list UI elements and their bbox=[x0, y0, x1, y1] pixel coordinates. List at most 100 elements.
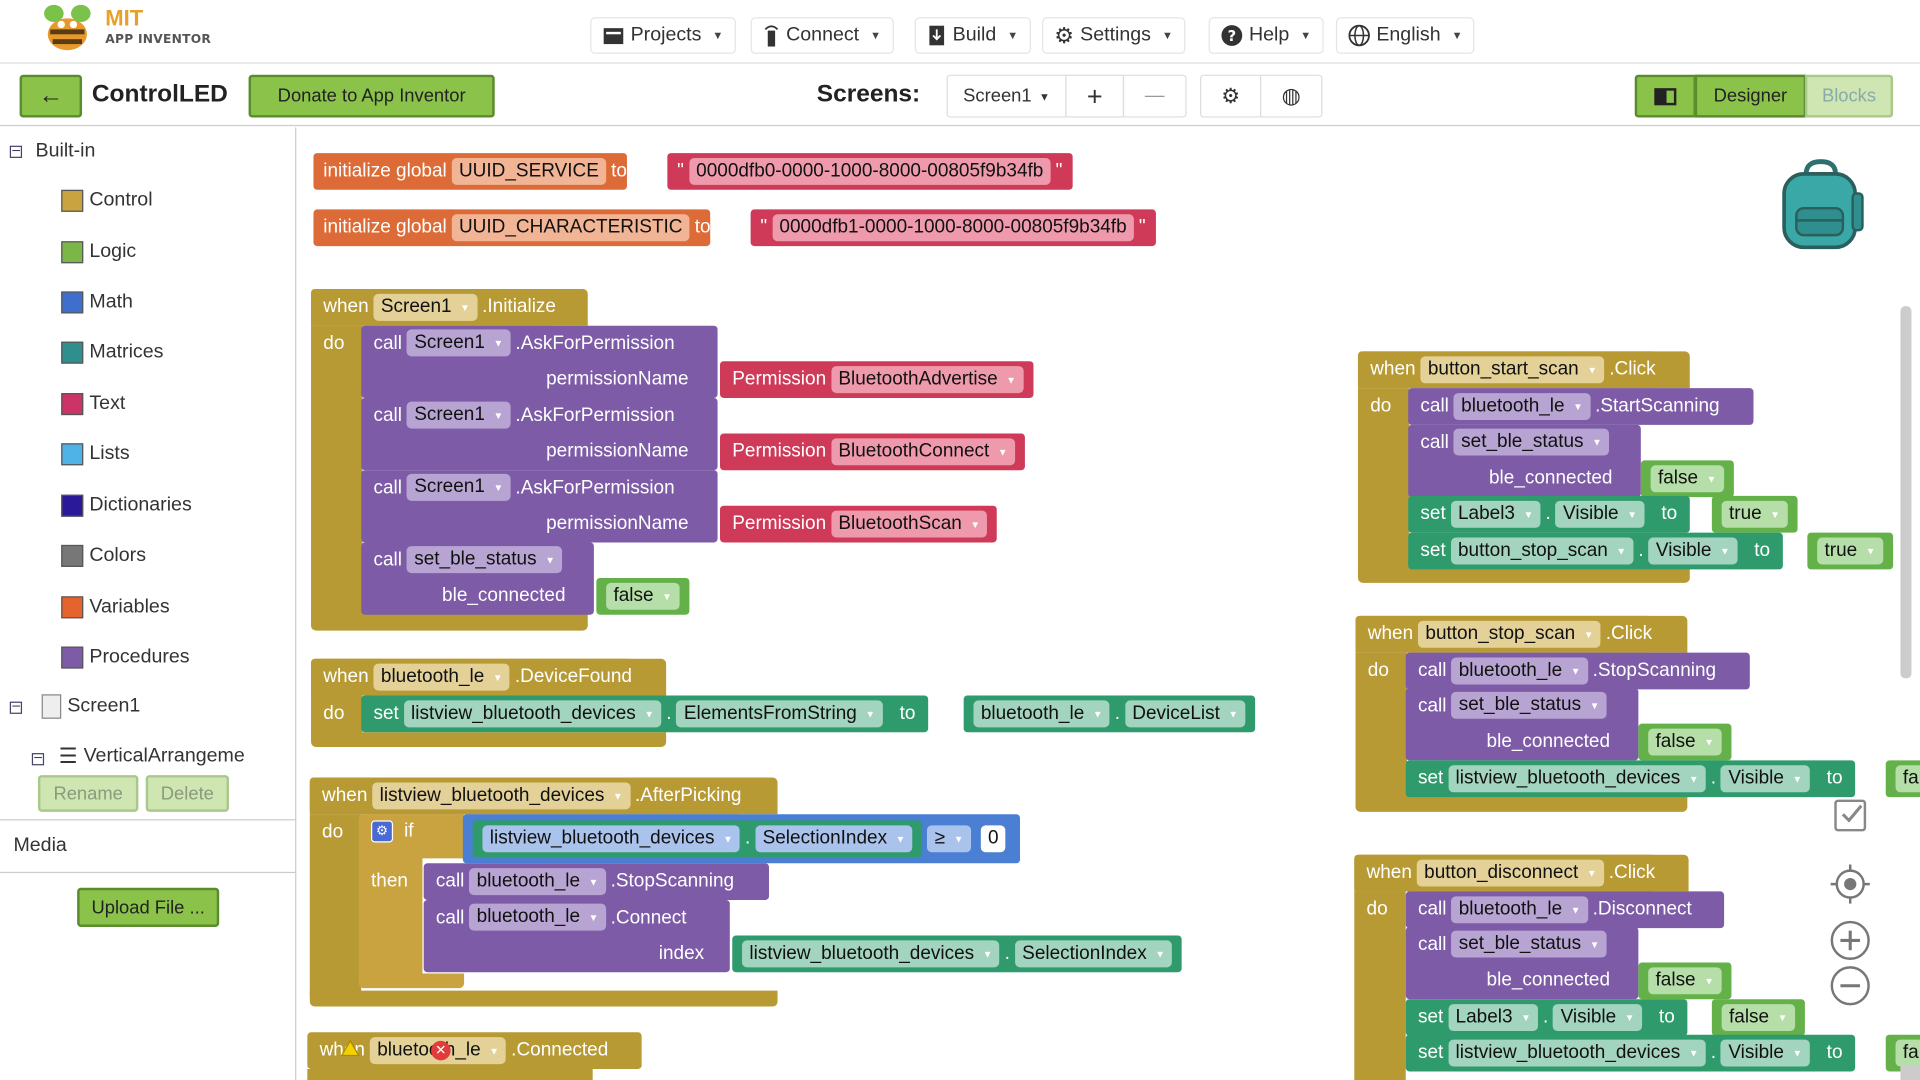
app-inventor-logo[interactable]: MIT APP INVENTOR bbox=[37, 2, 221, 58]
component-dropdown[interactable]: listview_bluetooth_devices▼ bbox=[482, 825, 741, 853]
listview-afterpicking-event[interactable]: when listview_bluetooth_devices▼ .AfterP… bbox=[309, 777, 742, 815]
component-dropdown[interactable]: listview_bluetooth_devices▼ bbox=[1448, 1039, 1706, 1067]
boolean-dropdown[interactable]: true▼ bbox=[1817, 537, 1883, 565]
palette-item-dictionaries[interactable]: Dictionaries bbox=[61, 494, 192, 517]
boolean-dropdown[interactable]: fa bbox=[1895, 765, 1920, 793]
procedure-dropdown[interactable]: set_ble_status▼ bbox=[1451, 930, 1607, 958]
donate-button[interactable]: Donate to App Inventor bbox=[248, 74, 495, 118]
call-connect-block[interactable]: call bluetooth_le▼ .Connect bbox=[423, 900, 730, 973]
tree-item-screen1[interactable]: Screen1 bbox=[41, 694, 141, 719]
gear-icon[interactable]: ⚙ bbox=[371, 820, 394, 843]
permission-dropdown[interactable]: BluetoothAdvertise▼ bbox=[831, 366, 1024, 394]
menu-connect[interactable]: Connect▼ bbox=[750, 17, 894, 54]
component-dropdown[interactable]: button_start_scan▼ bbox=[1420, 356, 1605, 384]
collapse-screen1-icon[interactable]: − bbox=[9, 700, 23, 714]
component-dropdown[interactable]: Screen1▼ bbox=[406, 329, 511, 357]
palette-item-logic[interactable]: Logic bbox=[61, 241, 136, 264]
back-button[interactable]: ← bbox=[19, 74, 83, 118]
component-dropdown[interactable]: button_disconnect▼ bbox=[1416, 859, 1604, 887]
menu-build[interactable]: Build▼ bbox=[914, 17, 1031, 54]
string-field[interactable]: 0000dfb0-0000-1000-8000-00805f9b34fb bbox=[688, 157, 1051, 185]
component-dropdown[interactable]: Label3▼ bbox=[1448, 1004, 1539, 1032]
logic-block-partial[interactable]: fa bbox=[1885, 760, 1920, 798]
compare-block[interactable]: listview_bluetooth_devices▼ . SelectionI… bbox=[462, 814, 1021, 864]
menu-language[interactable]: English▼ bbox=[1335, 17, 1475, 54]
screen1-initialize-event[interactable]: when Screen1▼ .Initialize bbox=[311, 288, 556, 326]
component-dropdown[interactable]: bluetooth_le▼ bbox=[469, 868, 606, 896]
component-dropdown[interactable]: Screen1▼ bbox=[373, 293, 478, 321]
property-dropdown[interactable]: Visible▼ bbox=[1555, 500, 1645, 528]
palette-item-control[interactable]: Control bbox=[61, 189, 153, 212]
logic-false-block[interactable]: false▼ bbox=[596, 577, 689, 615]
boolean-dropdown[interactable]: fal bbox=[1895, 1039, 1920, 1067]
property-dropdown[interactable]: Visible▼ bbox=[1720, 1039, 1810, 1067]
horizontal-scrollbar[interactable] bbox=[1900, 1065, 1920, 1080]
menu-settings[interactable]: ⚙ Settings▼ bbox=[1042, 17, 1186, 54]
component-dropdown[interactable]: listview_bluetooth_devices▼ bbox=[372, 782, 631, 810]
delete-button[interactable]: Delete bbox=[145, 775, 229, 812]
boolean-dropdown[interactable]: false▼ bbox=[1648, 728, 1722, 756]
component-dropdown[interactable]: button_stop_scan▼ bbox=[1418, 620, 1601, 648]
recenter-icon[interactable] bbox=[1829, 863, 1871, 905]
component-dropdown[interactable]: bluetooth_le▼ bbox=[469, 903, 606, 931]
get-listview-selectionindex-block[interactable]: listview_bluetooth_devices▼ . SelectionI… bbox=[732, 935, 1183, 973]
tree-item-verticalarrangement[interactable]: ☰VerticalArrangeme bbox=[59, 742, 294, 766]
var-name-field[interactable]: UUID_CHARACTERISTIC bbox=[451, 214, 690, 242]
layout-toggle-button[interactable] bbox=[1634, 74, 1696, 118]
button-disconnect-click-event[interactable]: when button_disconnect▼ .Click bbox=[1354, 854, 1656, 892]
error-icon[interactable]: ✕ bbox=[431, 1040, 451, 1061]
component-dropdown[interactable]: listview_bluetooth_devices▼ bbox=[1448, 765, 1706, 793]
boolean-dropdown[interactable]: false▼ bbox=[1650, 465, 1724, 493]
button-stop-scan-click-event[interactable]: when button_stop_scan▼ .Click bbox=[1355, 615, 1653, 653]
logic-false-block[interactable]: false▼ bbox=[1638, 962, 1732, 1000]
call-stopscanning-block[interactable]: call bluetooth_le▼ .StopScanning bbox=[1405, 652, 1750, 690]
zoom-in-icon[interactable] bbox=[1829, 920, 1871, 962]
property-dropdown[interactable]: DeviceList▼ bbox=[1124, 700, 1246, 728]
number-field[interactable]: 0 bbox=[980, 825, 1006, 853]
menu-help[interactable]: ? Help▼ bbox=[1208, 17, 1324, 54]
collapse-builtin-icon[interactable]: − bbox=[9, 144, 23, 158]
component-dropdown[interactable]: bluetooth_le▼ bbox=[973, 700, 1110, 728]
property-dropdown[interactable]: ElementsFromString▼ bbox=[676, 700, 883, 728]
get-bluetooth-le-devicelist-block[interactable]: bluetooth_le▼ . DeviceList▼ bbox=[963, 695, 1256, 733]
component-dropdown[interactable]: bluetooth_le▼ bbox=[1451, 896, 1588, 924]
component-dropdown[interactable]: Label3▼ bbox=[1450, 500, 1541, 528]
property-dropdown[interactable]: SelectionIndex▼ bbox=[755, 825, 913, 853]
property-dropdown[interactable]: Visible▼ bbox=[1720, 765, 1810, 793]
component-dropdown[interactable]: listview_bluetooth_devices▼ bbox=[742, 940, 1000, 968]
component-dropdown[interactable]: listview_bluetooth_devices▼ bbox=[403, 700, 662, 728]
call-askforpermission-block[interactable]: call Screen1▼ .AskForPermission bbox=[361, 397, 718, 471]
text-uuid-characteristic-block[interactable]: " 0000dfb1-0000-1000-8000-00805f9b34fb " bbox=[750, 209, 1156, 247]
blocks-button[interactable]: Blocks bbox=[1804, 74, 1894, 118]
get-listview-selectionindex-block[interactable]: listview_bluetooth_devices▼ . SelectionI… bbox=[472, 820, 923, 858]
component-settings-button[interactable]: ⚙ bbox=[1200, 74, 1262, 118]
palette-item-matrices[interactable]: Matrices bbox=[61, 341, 163, 364]
button-start-scan-click-event[interactable]: when button_start_scan▼ .Click bbox=[1357, 351, 1656, 389]
permission-dropdown[interactable]: BluetoothConnect▼ bbox=[831, 438, 1015, 466]
set-label3-visible-block[interactable]: set Label3▼ . Visible▼ to bbox=[1408, 495, 1690, 533]
palette-item-math[interactable]: Math bbox=[61, 291, 133, 314]
zoom-out-icon[interactable] bbox=[1829, 965, 1871, 1007]
call-set-ble-status-block[interactable]: call set_ble_status▼ bbox=[361, 542, 594, 615]
palette-item-colors[interactable]: Colors bbox=[61, 544, 146, 567]
call-disconnect-block[interactable]: call bluetooth_le▼ .Disconnect bbox=[1405, 891, 1725, 929]
vertical-scrollbar[interactable] bbox=[1900, 306, 1912, 679]
screen-select[interactable]: Screen1▼ bbox=[946, 74, 1067, 118]
palette-item-variables[interactable]: Variables bbox=[61, 596, 170, 619]
call-startscanning-block[interactable]: call bluetooth_le▼ .StartScanning bbox=[1408, 388, 1754, 425]
component-dropdown[interactable]: bluetooth_le▼ bbox=[373, 663, 510, 691]
permission-bluetoothscan-block[interactable]: Permission BluetoothScan▼ bbox=[720, 505, 998, 543]
property-dropdown[interactable]: Visible▼ bbox=[1553, 1004, 1642, 1032]
rename-button[interactable]: Rename bbox=[37, 775, 139, 812]
builtin-header[interactable]: Built-in bbox=[35, 140, 96, 162]
text-uuid-service-block[interactable]: " 0000dfb0-0000-1000-8000-00805f9b34fb " bbox=[667, 153, 1073, 190]
upload-file-button[interactable]: Upload File ... bbox=[77, 887, 220, 927]
procedure-dropdown[interactable]: set_ble_status▼ bbox=[1451, 691, 1607, 719]
set-listview-visible-block[interactable]: set listview_bluetooth_devices▼ . Visibl… bbox=[1405, 1034, 1855, 1072]
procedure-dropdown[interactable]: set_ble_status▼ bbox=[406, 546, 563, 574]
string-field[interactable]: 0000dfb1-0000-1000-8000-00805f9b34fb bbox=[772, 214, 1134, 242]
logic-block-partial[interactable]: fal bbox=[1885, 1034, 1920, 1072]
add-screen-button[interactable]: + bbox=[1065, 74, 1125, 118]
procedure-dropdown[interactable]: set_ble_status▼ bbox=[1453, 428, 1610, 456]
boolean-dropdown[interactable]: true▼ bbox=[1721, 500, 1788, 528]
